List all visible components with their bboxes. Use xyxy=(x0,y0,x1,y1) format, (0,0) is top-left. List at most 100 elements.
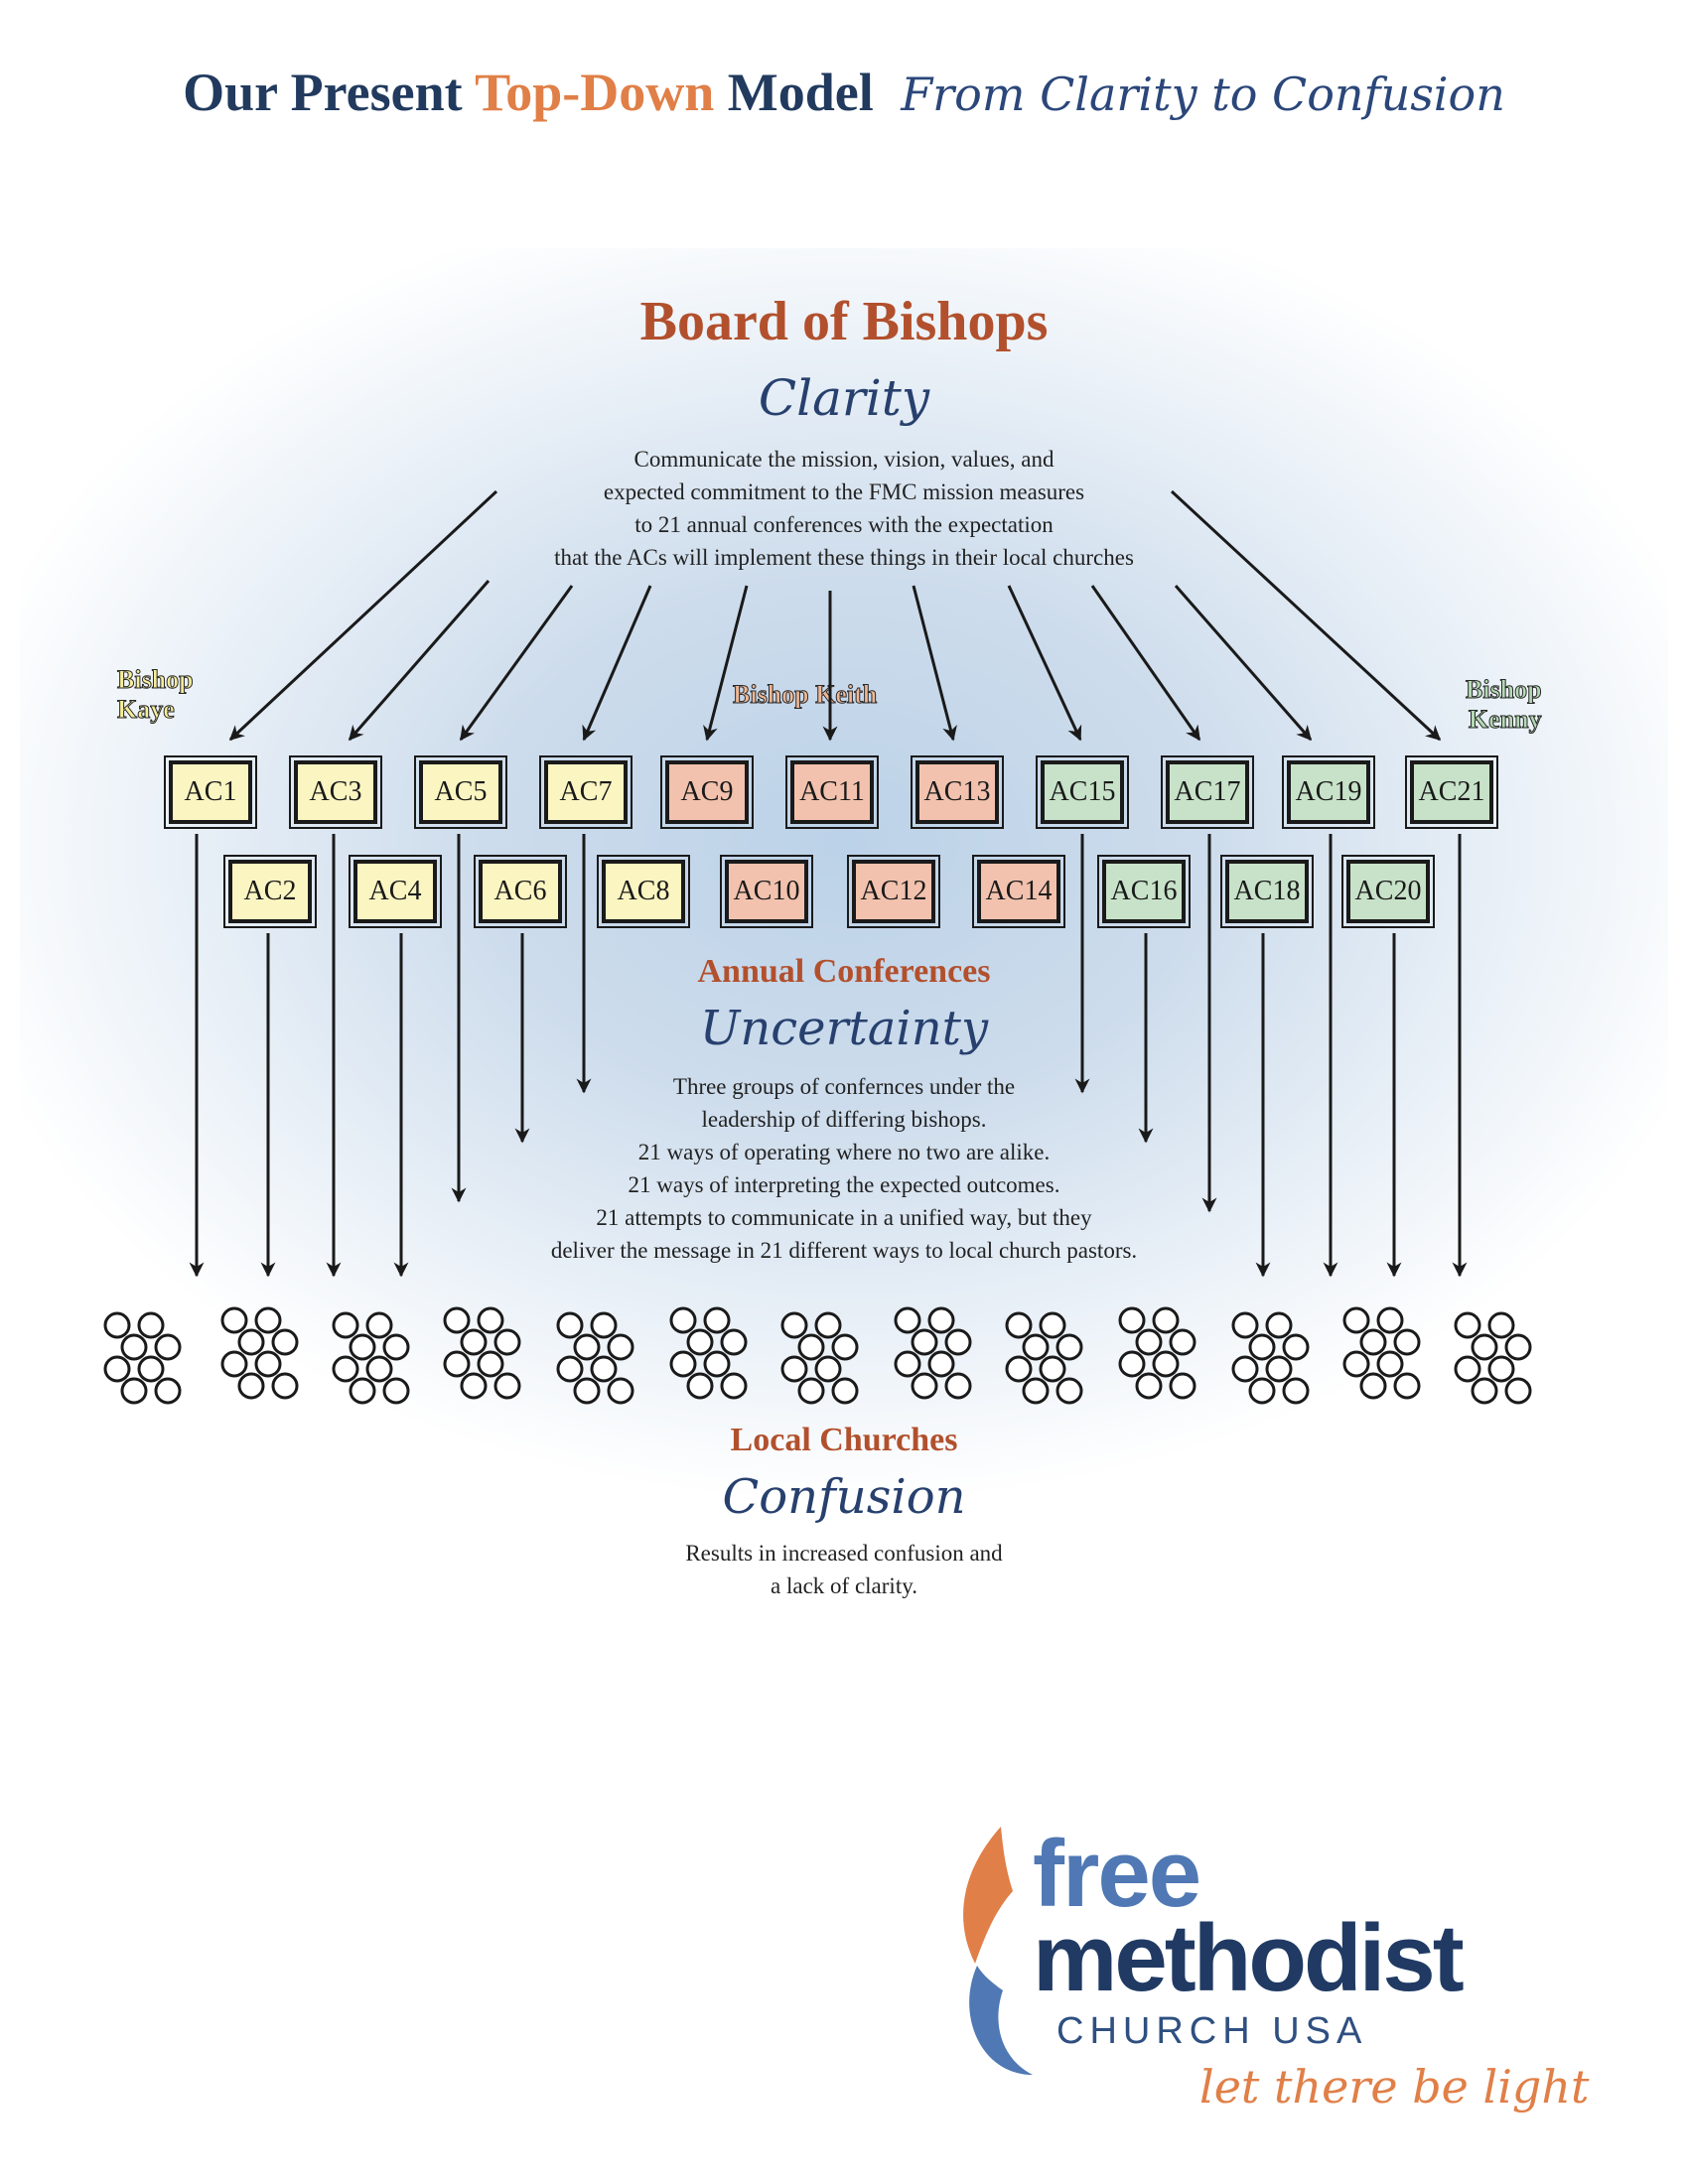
church-circle xyxy=(271,1328,299,1356)
church-circle xyxy=(1152,1306,1180,1334)
church-circle xyxy=(493,1372,521,1400)
church-circle xyxy=(120,1377,148,1405)
church-circle xyxy=(1504,1377,1532,1405)
church-circle xyxy=(1487,1355,1515,1383)
top-line: to 21 annual conferences with the expect… xyxy=(634,512,1054,537)
bishop-keith-line1: Bishop Keith xyxy=(732,680,878,710)
church-circle xyxy=(1265,1355,1293,1383)
church-circle xyxy=(443,1350,471,1378)
church-circle xyxy=(1231,1311,1259,1339)
top-line: that the ACs will implement these things… xyxy=(554,545,1134,570)
top-line: expected commitment to the FMC mission m… xyxy=(603,479,1085,504)
arrow xyxy=(459,585,574,742)
confusion-label: Confusion xyxy=(722,1469,966,1525)
church-circle xyxy=(797,1333,825,1361)
ac-box: AC11 xyxy=(785,755,879,829)
church-circle xyxy=(1135,1372,1163,1400)
logo-methodist: methodist xyxy=(1033,1905,1465,2011)
uncertainty-label: Uncertainty xyxy=(699,1001,989,1056)
ac-box: AC17 xyxy=(1161,755,1254,829)
church-circle xyxy=(1248,1333,1276,1361)
church-circle xyxy=(814,1311,842,1339)
church-circle xyxy=(573,1333,601,1361)
church-circle xyxy=(894,1350,921,1378)
logo-free: free xyxy=(1033,1821,1201,1927)
church-circle xyxy=(1169,1328,1196,1356)
church-circle xyxy=(220,1350,248,1378)
flame-icon xyxy=(963,1827,1013,1964)
church-circle xyxy=(944,1372,972,1400)
church-circle xyxy=(460,1372,488,1400)
arrow xyxy=(1170,489,1442,742)
church-circle xyxy=(460,1328,488,1356)
church-circle xyxy=(1454,1355,1481,1383)
church-circle xyxy=(103,1355,131,1383)
ac-box: AC2 xyxy=(223,855,317,928)
ac-box: AC9 xyxy=(660,755,754,829)
church-circle xyxy=(1504,1333,1532,1361)
church-circle xyxy=(365,1311,393,1339)
ac-box: AC5 xyxy=(414,755,507,829)
local-churches-heading: Local Churches xyxy=(730,1422,958,1458)
church-circle xyxy=(254,1306,282,1334)
ac-box: AC1 xyxy=(164,755,257,829)
church-circle xyxy=(1376,1306,1404,1334)
title-part2: Top-Down xyxy=(475,63,715,122)
bottom-description: Results in increased confusion and a lac… xyxy=(0,1537,1688,1602)
church-circle xyxy=(1454,1311,1481,1339)
church-circle xyxy=(797,1377,825,1405)
church-circle xyxy=(120,1333,148,1361)
ac-box: AC16 xyxy=(1097,855,1191,928)
church-circle xyxy=(911,1372,938,1400)
church-circle xyxy=(137,1311,165,1339)
church-circle xyxy=(1169,1372,1196,1400)
church-circle xyxy=(1393,1328,1421,1356)
church-circle xyxy=(1135,1328,1163,1356)
church-circle xyxy=(237,1328,265,1356)
ac-box: AC21 xyxy=(1405,755,1498,829)
middle-line: deliver the message in 21 different ways… xyxy=(550,1238,1138,1263)
church-circle xyxy=(1022,1377,1050,1405)
ac-box: AC8 xyxy=(597,855,690,928)
church-circle xyxy=(590,1355,618,1383)
page-title: Our Present Top-Down Model From Clarity … xyxy=(0,62,1688,123)
church-circle xyxy=(1248,1377,1276,1405)
church-circle xyxy=(1359,1372,1387,1400)
ac-box: AC14 xyxy=(972,855,1065,928)
church-circle xyxy=(607,1333,634,1361)
title-part3: Model xyxy=(727,63,874,122)
arrows xyxy=(189,489,1468,1278)
church-circle xyxy=(154,1333,182,1361)
church-circle xyxy=(1039,1355,1066,1383)
church-circle xyxy=(944,1328,972,1356)
church-circle xyxy=(703,1306,731,1334)
church-circle xyxy=(154,1377,182,1405)
bishop-kenny-line2: Kenny xyxy=(1468,705,1542,735)
bottom-line: a lack of clarity. xyxy=(771,1573,917,1598)
middle-line: 21 attempts to communicate in a unified … xyxy=(596,1205,1092,1230)
church-circle xyxy=(443,1306,471,1334)
bishop-kaye-line1: Bishop xyxy=(117,665,195,695)
church-circle xyxy=(780,1311,808,1339)
middle-line: Three groups of confernces under the xyxy=(672,1074,1016,1099)
church-circle xyxy=(349,1333,376,1361)
church-circle xyxy=(831,1333,859,1361)
church-circle xyxy=(607,1377,634,1405)
church-circle xyxy=(477,1306,504,1334)
clarity-label: Clarity xyxy=(758,369,930,427)
church-circle xyxy=(1376,1350,1404,1378)
annual-conferences-heading: Annual Conferences xyxy=(697,953,991,990)
top-description: Communicate the mission, vision, values,… xyxy=(0,443,1688,574)
ac-box: AC15 xyxy=(1036,755,1129,829)
church-circle xyxy=(1022,1333,1050,1361)
church-circle xyxy=(332,1311,359,1339)
church-circle xyxy=(220,1306,248,1334)
church-circle xyxy=(1282,1377,1310,1405)
ac-box: AC13 xyxy=(911,755,1004,829)
ac-box: AC7 xyxy=(539,755,633,829)
bishop-kaye-label: Bishop Kaye xyxy=(117,665,195,725)
local-church-clusters xyxy=(103,1306,1532,1405)
arrow xyxy=(912,585,957,742)
